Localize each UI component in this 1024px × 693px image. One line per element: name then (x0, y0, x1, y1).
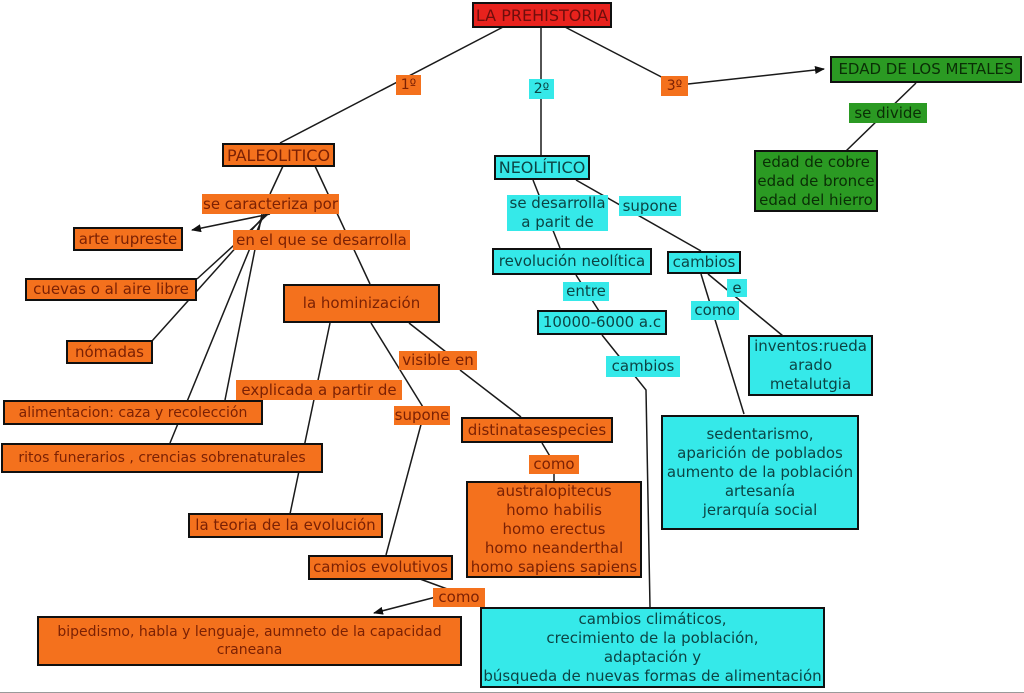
bipedismo-line-1: bipedismo, habla y lenguaje, aumneto de … (57, 624, 442, 640)
link-label-2o: 2º (529, 79, 554, 99)
link-label-cambios-bajo: cambios (606, 356, 680, 377)
sedentarismo-line-3: aumento de la población (666, 463, 854, 481)
link-label-como-camios: como (433, 588, 485, 607)
edad-bronce-line: edad de bronce (757, 171, 875, 190)
link-label-explicada-a-partir-de: explicada a partir de (236, 380, 402, 400)
node-bipedismo: bipedismo, habla y lenguaje, aumneto de … (37, 616, 462, 666)
link-label-en-el-que-se-desarrolla: en el que se desarrolla (233, 230, 410, 250)
especie-australopitecus: australopitecus (496, 482, 612, 500)
node-ritos-funerarios: ritos funerarios , crencias sobrenatural… (1, 443, 323, 473)
link-label-se-desarrolla-a-partir: se desarrolla a parit de (507, 194, 608, 231)
invento-metalurgia: metalutgia (769, 375, 852, 393)
node-distintas-especies: distinatasespecies (461, 417, 613, 443)
node-camios-evolutivos: camios evolutivos (308, 555, 453, 580)
link-label-supone-paleo: supone (394, 406, 450, 425)
bipedismo-line-2: craneana (216, 642, 283, 658)
link-label-1o: 1º (396, 75, 421, 95)
node-edades-del-metal: edad de cobre edad de bronce edad del hi… (754, 150, 878, 212)
link-label-se-caracteriza-por: se caracteriza por (202, 194, 339, 214)
link-label-se-divide: se divide (849, 103, 927, 123)
node-nomadas: nómadas (66, 340, 153, 364)
node-arte-rupestre: arte rupreste (73, 227, 183, 251)
node-paleolitico: PALEOLITICO (222, 143, 335, 167)
edad-hierro-line: edad del hierro (759, 190, 873, 209)
node-inventos: inventos:rueda arado metalutgia (748, 335, 873, 396)
node-cuevas-o-aire-libre: cuevas o al aire libre (25, 278, 197, 301)
especie-homo-habilis: homo habilis (506, 501, 602, 519)
node-especies-homo: australopitecus homo habilis homo erectu… (466, 481, 642, 578)
se-desarrolla-line-2: a parit de (521, 213, 594, 231)
node-teoria-evolucion: la teoria de la evolución (188, 513, 383, 538)
cambios-clima-line-2: crecimiento de la población, (546, 628, 759, 647)
sedentarismo-line-4: artesanía (724, 482, 796, 500)
especie-homo-sapiens: homo sapiens sapiens (470, 558, 638, 576)
node-edad-de-los-metales: EDAD DE LOS METALES (830, 56, 1022, 83)
node-sedentarismo: sedentarismo, aparición de poblados aume… (661, 415, 859, 530)
link-label-como-especies: como (529, 455, 579, 474)
node-la-hominizacion: la hominización (283, 284, 440, 323)
link-label-3o: 3º (661, 76, 688, 96)
invento-rueda: inventos:rueda (754, 337, 867, 355)
sedentarismo-line-2: aparición de poblados (677, 444, 843, 462)
se-desarrolla-line-1: se desarrolla (509, 194, 606, 212)
cambios-clima-line-1: cambios climáticos, (578, 609, 727, 628)
node-alimentacion-caza-recoleccion: alimentacion: caza y recolección (3, 400, 263, 425)
node-cambios: cambios (667, 251, 741, 274)
edad-cobre-line: edad de cobre (762, 152, 870, 171)
node-la-prehistoria: LA PREHISTORIA (472, 2, 612, 28)
link-label-supone-neo: supone (619, 196, 681, 216)
node-revolucion-neolitica: revolución neolítica (492, 248, 652, 275)
link-label-entre: entre (563, 282, 609, 301)
especie-homo-neanderthal: homo neanderthal (484, 539, 624, 557)
link-label-visible-en: visible en (399, 351, 477, 370)
especie-homo-erectus: homo erectus (502, 520, 606, 538)
node-cambios-climaticos: cambios climáticos, crecimiento de la po… (480, 607, 825, 688)
cambios-clima-line-4: búsqueda de nuevas formas de alimentació… (483, 666, 822, 685)
sedentarismo-line-1: sedentarismo, (706, 425, 814, 443)
node-neolitico: NEOLÍTICO (494, 155, 590, 180)
cambios-clima-line-3: adaptación y (603, 647, 702, 666)
link-label-como-neo: como (691, 301, 739, 320)
invento-arado: arado (788, 356, 833, 374)
link-label-e: e (727, 279, 747, 297)
node-fechas-10000-6000: 10000-6000 a.c (537, 310, 667, 335)
sedentarismo-line-5: jerarquía social (702, 501, 818, 519)
